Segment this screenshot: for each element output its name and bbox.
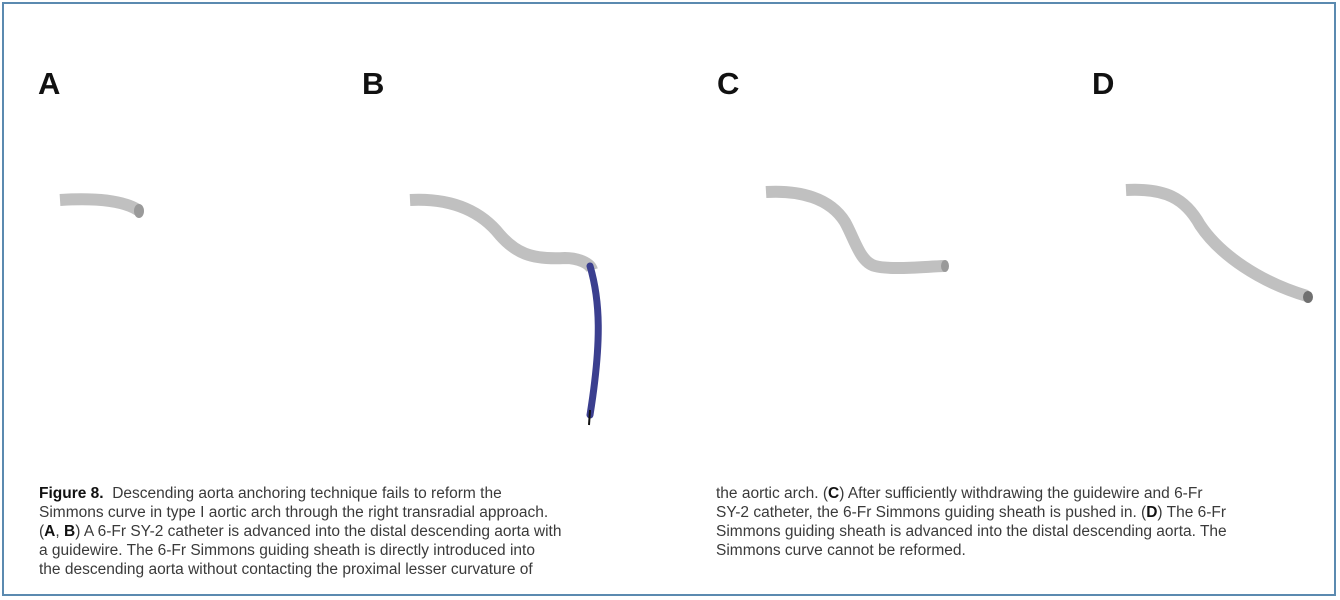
sheath: [410, 200, 592, 270]
caption-text: ) After sufficiently withdrawing the gui…: [839, 485, 1202, 502]
caption-line: Simmons curve in type I aortic arch thro…: [39, 503, 679, 522]
sheath-tip: [1303, 291, 1313, 303]
caption-line: a guidewire. The 6-Fr Simmons guiding sh…: [39, 541, 679, 560]
panel-ref: B: [64, 523, 75, 540]
caption-text: SY-2 catheter, the 6-Fr Simmons guiding …: [716, 504, 1146, 521]
panel-c: C: [700, 0, 1000, 460]
caption-line: Simmons guiding sheath is advanced into …: [716, 522, 1316, 541]
caption-line: Simmons curve cannot be reformed.: [716, 541, 1316, 560]
panel-c-illustration: [700, 0, 1000, 460]
guidewire-tip: [589, 410, 590, 425]
guidewire-catheter: [590, 266, 598, 415]
caption-text: ) The 6-Fr: [1157, 504, 1226, 521]
caption-text: ) A 6-Fr SY-2 catheter is advanced into …: [75, 523, 561, 540]
sheath-tip: [134, 204, 144, 218]
figure-caption-left: Figure 8. Descending aorta anchoring tec…: [39, 484, 679, 579]
panel-d-illustration: [1030, 0, 1330, 460]
caption-text: the aortic arch. (: [716, 485, 828, 502]
caption-line: Descending aorta anchoring technique fai…: [112, 485, 501, 502]
figure-caption-right: the aortic arch. (C) After sufficiently …: [716, 484, 1316, 560]
caption-line: the descending aorta without contacting …: [39, 560, 679, 579]
panel-a-illustration: [12, 0, 312, 460]
panel-b: B: [350, 0, 650, 460]
figure-label: Figure 8.: [39, 485, 104, 502]
panel-d: D: [1030, 0, 1330, 460]
sheath: [766, 192, 944, 268]
sheath: [60, 199, 138, 210]
panel-b-illustration: [350, 0, 650, 460]
panel-a: A: [12, 0, 312, 460]
panel-ref: C: [828, 485, 839, 502]
panel-ref: D: [1146, 504, 1157, 521]
caption-text: ,: [55, 523, 64, 540]
panel-ref: A: [44, 523, 55, 540]
sheath: [1126, 190, 1307, 296]
sheath-tip: [941, 260, 949, 272]
